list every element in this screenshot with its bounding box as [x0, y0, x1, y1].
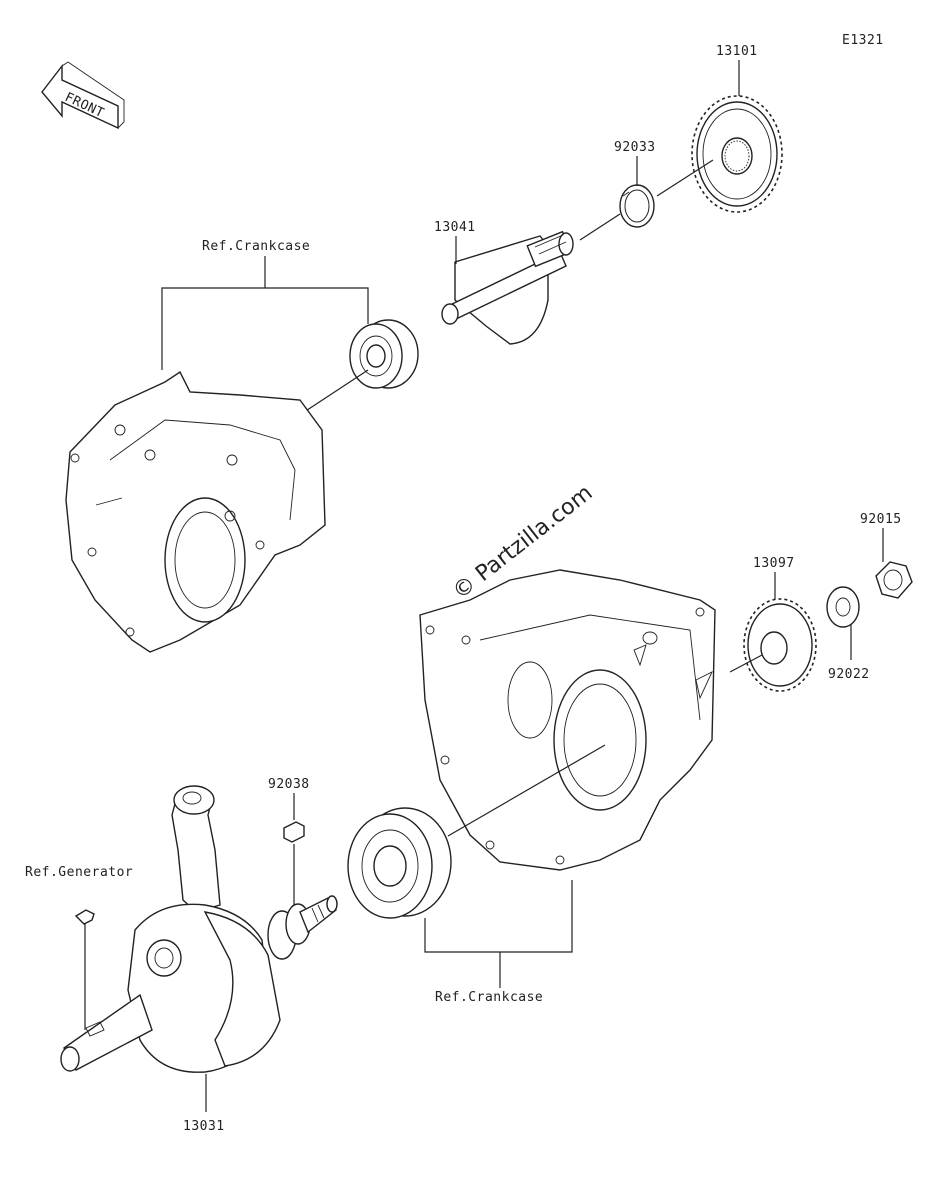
leader-13101-shaft: [656, 159, 714, 197]
label-92038: 92038: [268, 777, 310, 792]
label-13041: 13041: [434, 220, 476, 235]
crankcase-lower: [419, 569, 716, 871]
label-ref-crankcase-top: Ref.Crankcase: [202, 239, 310, 254]
bracket-ref-crankcase-top: [161, 287, 369, 370]
bearing-bottom[interactable]: [347, 807, 452, 919]
bracket-ref-crankcase-bottom: [424, 880, 573, 953]
label-92022: 92022: [828, 667, 870, 682]
front-arrow-icon: FRONT: [41, 61, 125, 130]
nut-92015[interactable]: [875, 561, 913, 599]
label-13097: 13097: [753, 556, 795, 571]
diagram-code: E1321: [842, 33, 884, 48]
label-13031: 13031: [183, 1119, 225, 1134]
bearing-top[interactable]: [349, 319, 419, 389]
label-92033: 92033: [614, 140, 656, 155]
circlip-92033[interactable]: [619, 184, 655, 228]
crankshaft-13031[interactable]: [60, 785, 338, 1073]
label-ref-generator: Ref.Generator: [25, 865, 133, 880]
key-92038[interactable]: [283, 821, 305, 843]
balancer-shaft-13041[interactable]: [441, 230, 574, 345]
label-92015: 92015: [860, 512, 902, 527]
key-ref-generator: [74, 909, 95, 925]
gear-13101[interactable]: [691, 95, 783, 213]
crankcase-upper: [65, 370, 326, 653]
label-13101: 13101: [716, 44, 758, 59]
leader-92033-shaft: [579, 213, 621, 241]
gear-13097[interactable]: [743, 598, 817, 692]
label-ref-crankcase-bottom: Ref.Crankcase: [435, 990, 543, 1005]
washer-92022[interactable]: [826, 586, 860, 628]
